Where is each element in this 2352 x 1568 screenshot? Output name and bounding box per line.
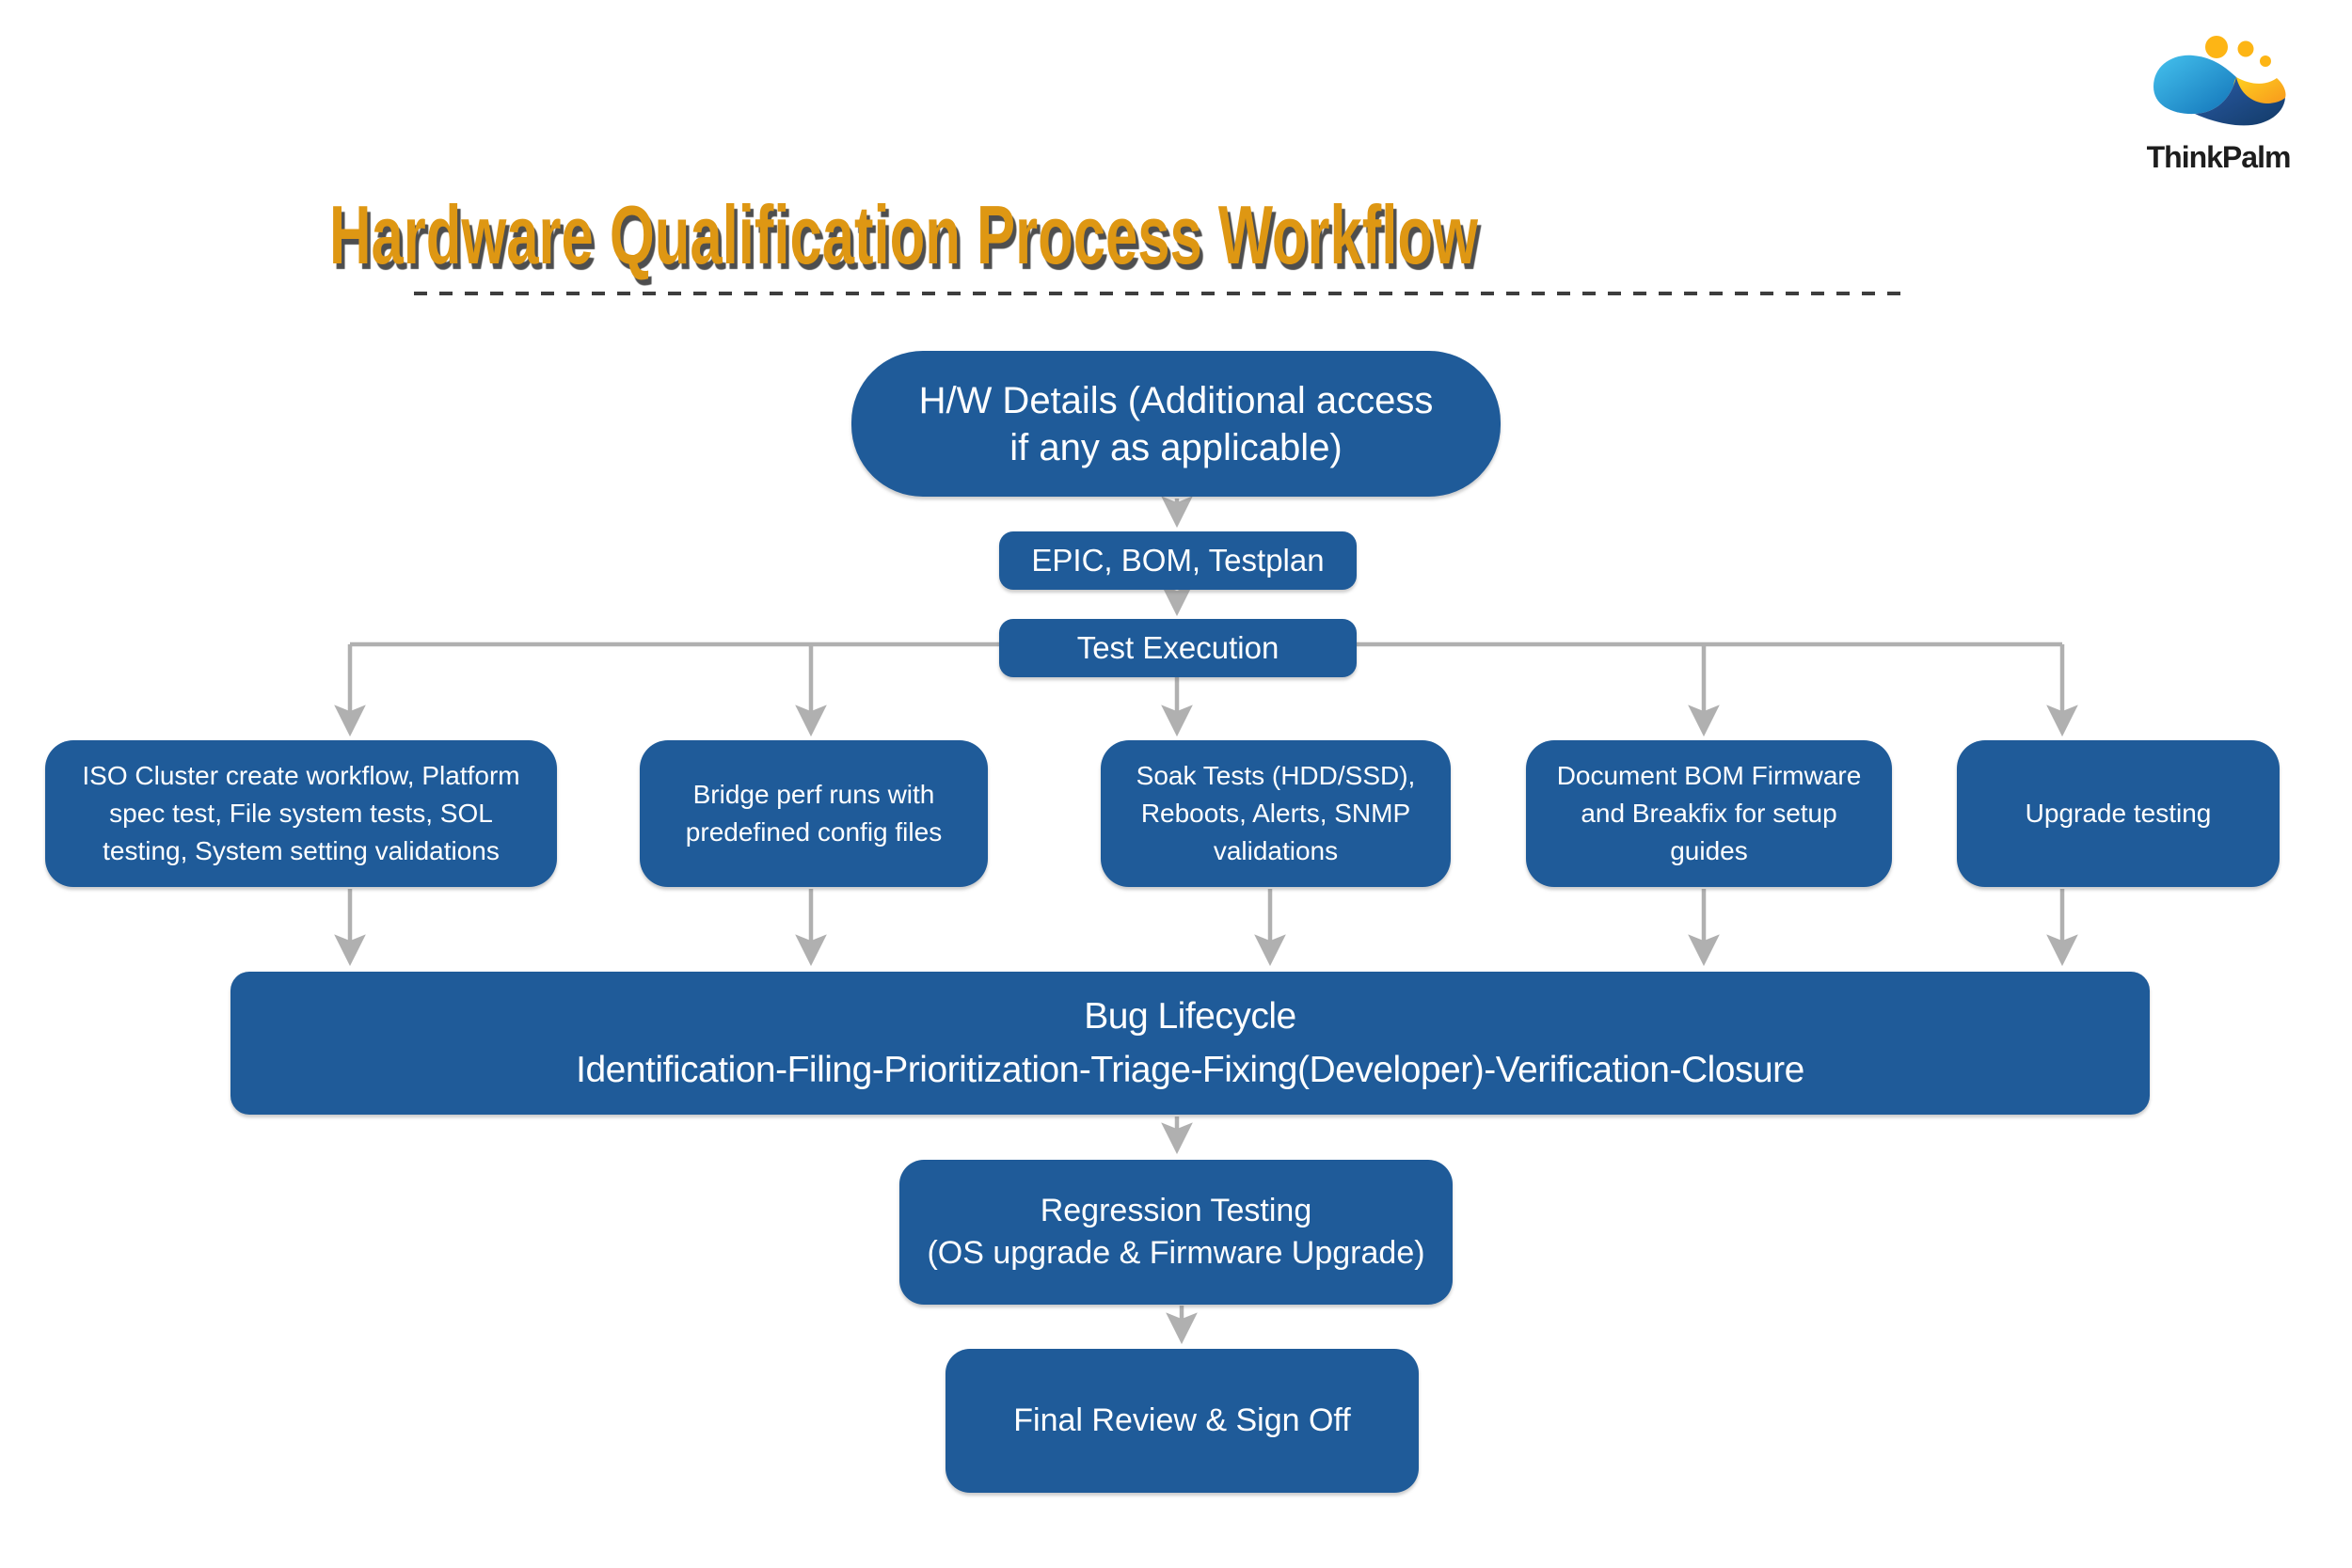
node-document-bom-label: Document BOM Firmware and Breakfix for s… [1556,761,1862,865]
node-soak-tests: Soak Tests (HDD/SSD), Reboots, Alerts, S… [1101,740,1451,887]
logo-brand-name: ThinkPalm [2146,140,2292,174]
thinkpalm-logo: ThinkPalm [2143,34,2294,175]
node-upgrade-testing: Upgrade testing [1957,740,2280,887]
page-title: Hardware Qualification Process Workflow [329,188,1478,281]
node-test-execution: Test Execution [999,619,1357,677]
logo-navy-wave [2195,77,2285,126]
node-hw-details: H/W Details (Additional access if any as… [851,351,1501,497]
node-iso-cluster-tests-label: ISO Cluster create workflow, Platform sp… [82,761,520,865]
node-regression-testing-label: Regression Testing (OS upgrade & Firmwar… [927,1193,1425,1271]
node-hw-details-label: H/W Details (Additional access if any as… [918,379,1434,468]
logo-dot-medium [2237,40,2254,57]
node-document-bom: Document BOM Firmware and Breakfix for s… [1526,740,1892,887]
logo-dot-small [2260,55,2271,67]
node-test-execution-label: Test Execution [1076,630,1279,665]
logo-blue-wave [2153,55,2236,115]
node-bridge-perf-runs: Bridge perf runs with predefined config … [640,740,988,887]
node-final-review-signoff: Final Review & Sign Off [946,1349,1419,1493]
node-bug-lifecycle: Bug Lifecycle Identification-Filing-Prio… [230,972,2150,1115]
node-epic-bom-testplan-label: EPIC, BOM, Testplan [1031,543,1325,578]
node-regression-testing: Regression Testing (OS upgrade & Firmwar… [899,1160,1453,1305]
node-epic-bom-testplan: EPIC, BOM, Testplan [999,531,1357,590]
node-final-review-signoff-label: Final Review & Sign Off [1013,1402,1351,1438]
node-soak-tests-label: Soak Tests (HDD/SSD), Reboots, Alerts, S… [1136,761,1416,865]
node-bug-lifecycle-label: Bug Lifecycle Identification-Filing-Prio… [576,996,1804,1090]
logo-dot-large [2205,36,2228,58]
node-bridge-perf-runs-label: Bridge perf runs with predefined config … [685,780,943,847]
thinkpalm-wave-icon [2153,36,2286,126]
node-upgrade-testing-label: Upgrade testing [2025,799,2212,828]
title-dashed-divider [414,292,1910,295]
node-iso-cluster-tests: ISO Cluster create workflow, Platform sp… [45,740,557,887]
